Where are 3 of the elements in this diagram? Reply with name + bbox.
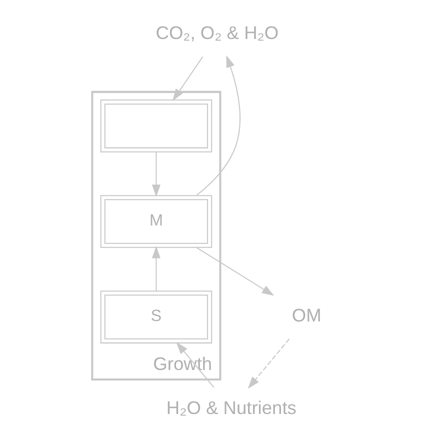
node-text: CO₂, O₂ & H₂O — [155, 22, 278, 43]
node-text: OM — [291, 304, 321, 326]
node-text: H₂O & Nutrients — [166, 396, 296, 418]
